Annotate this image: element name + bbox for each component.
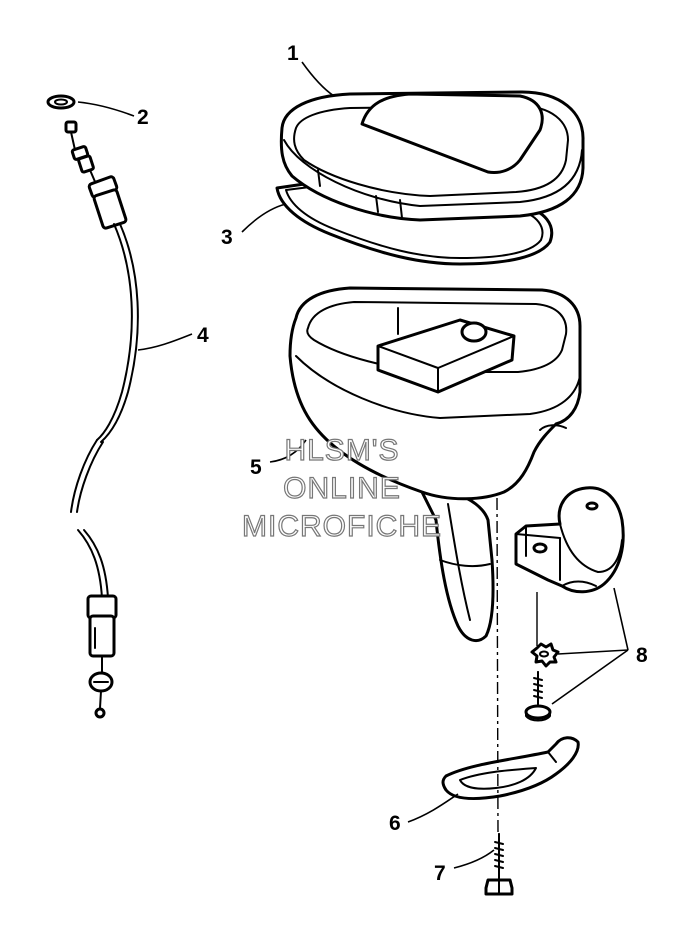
callout-6: 6 [389,812,401,835]
callout-7: 7 [434,862,446,885]
housing-cover-part [279,90,585,222]
callout-labels: 1 2 3 4 5 6 7 8 [137,42,648,885]
watermark-line-3: MICROFICHE [242,510,442,543]
housing-base-part [288,286,582,643]
star-washer-part [530,642,560,668]
callout-1: 1 [287,42,299,65]
watermark-line-2: ONLINE [283,472,401,505]
watermark-line-1: HLSM'S [284,434,399,467]
clamp-screw-part [524,671,552,722]
callout-4: 4 [197,324,209,347]
watermark: HLSM'S ONLINE MICROFICHE [241,433,442,543]
bolt-part [484,833,514,896]
callout-2: 2 [137,106,149,129]
callout-8: 8 [636,644,648,667]
callout-5: 5 [250,456,262,479]
assembly-centerline [496,497,538,835]
callout-3: 3 [221,226,233,249]
cable-plate-part [441,736,580,800]
throttle-cable-part [64,120,139,719]
leader-lines [77,61,629,869]
clamp-bracket-part [514,486,625,594]
washer-part [46,94,76,110]
